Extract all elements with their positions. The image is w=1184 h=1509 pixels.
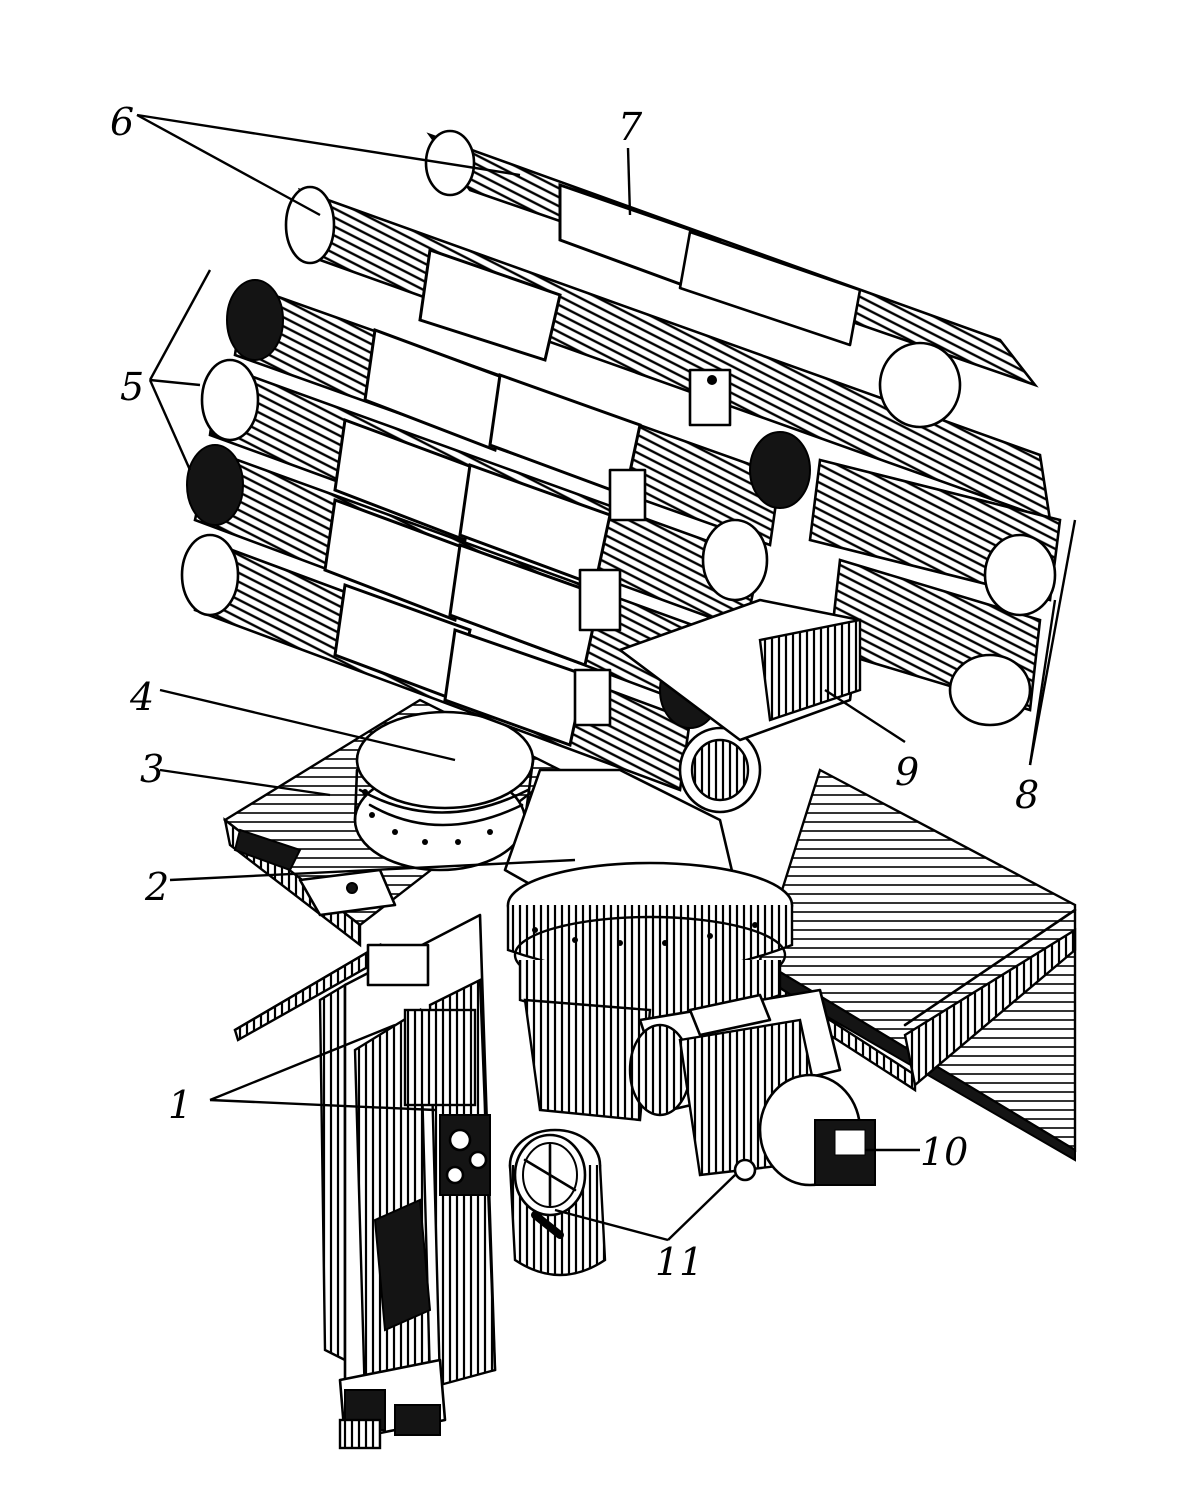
callout-1: 1 bbox=[168, 1083, 192, 1127]
tube-package bbox=[180, 129, 1062, 814]
leader-2 bbox=[169, 858, 576, 882]
leader-4 bbox=[159, 688, 456, 762]
callout-10: 10 bbox=[920, 1130, 968, 1174]
callout-3: 3 bbox=[140, 747, 164, 791]
callout-11: 11 bbox=[655, 1240, 703, 1284]
callout-4: 4 bbox=[129, 675, 154, 719]
leader-11b bbox=[667, 1174, 736, 1241]
leader-lines bbox=[136, 113, 1077, 1242]
leader-3 bbox=[159, 768, 331, 797]
leader-7 bbox=[626, 147, 632, 216]
leader-8b bbox=[1028, 599, 1057, 766]
callout-2: 2 bbox=[144, 865, 169, 909]
leader-11a bbox=[554, 1208, 669, 1242]
callout-labels: 6 7 5 4 3 2 9 8 1 10 11 bbox=[110, 100, 1039, 1284]
callout-6: 6 bbox=[110, 100, 134, 144]
callout-9: 9 bbox=[895, 750, 919, 794]
deck-right bbox=[753, 768, 1077, 1162]
callout-8: 8 bbox=[1015, 773, 1039, 817]
leader-6b bbox=[136, 113, 321, 217]
leader-6a bbox=[136, 113, 521, 177]
drive-motor bbox=[628, 988, 876, 1187]
callout-5: 5 bbox=[120, 365, 144, 409]
callout-7: 7 bbox=[618, 105, 643, 149]
leader-1b bbox=[209, 1098, 436, 1112]
leader-5c bbox=[148, 379, 192, 471]
turntable bbox=[503, 768, 794, 1277]
base-platform bbox=[353, 710, 535, 872]
support-column bbox=[318, 913, 497, 1450]
handwheel bbox=[513, 1133, 587, 1239]
leader-5a bbox=[148, 269, 212, 381]
leader-1a bbox=[209, 1023, 396, 1102]
leader-5b bbox=[149, 378, 201, 387]
leader-8a bbox=[1028, 519, 1077, 766]
leader-9 bbox=[824, 688, 906, 744]
